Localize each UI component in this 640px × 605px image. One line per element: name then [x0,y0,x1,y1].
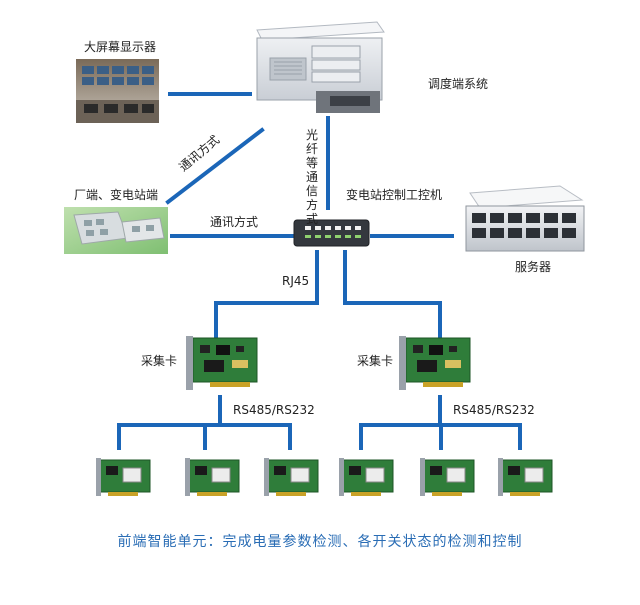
server-image [465,185,585,252]
label-comm-mode: 通讯方式 [210,215,259,229]
label-server: 服务器 [515,260,552,274]
big-screen-image [76,59,159,123]
front-unit-2 [185,458,240,496]
label-acq-card-right: 采集卡 [357,354,394,368]
label-big-screen: 大屏幕显示器 [84,40,157,54]
acq-card-left-image [186,336,258,390]
industrial-pc-image [256,21,385,113]
label-factory-station: 厂端、变电站端 [74,188,159,202]
front-unit-4 [339,458,394,496]
label-acq-card-left: 采集卡 [141,354,178,368]
connection-lines [117,92,522,450]
label-rj45: RJ45 [282,274,310,288]
front-unit-5 [420,458,475,496]
label-rs-right: RS485/RS232 [453,403,535,417]
caption: 前端智能单元：完成电量参数检测、各开关状态的检测和控制 [117,534,523,550]
switch-image [293,219,370,247]
front-unit-6 [498,458,553,496]
label-fiber-comm: 光纤等通信方式 [305,128,318,226]
link-switch-card-left [214,250,319,340]
front-end-units [96,458,553,496]
link-dispatch-station [165,127,265,205]
acq-card-right-image [399,336,471,390]
front-unit-3 [264,458,319,496]
label-substation-ipc: 变电站控制工控机 [346,188,443,202]
label-rs-left: RS485/RS232 [233,403,315,417]
label-dispatch-system: 调度端系统 [428,77,489,91]
link-switch-card-right [343,250,442,340]
front-unit-1 [96,458,151,496]
substation-image [64,207,168,254]
